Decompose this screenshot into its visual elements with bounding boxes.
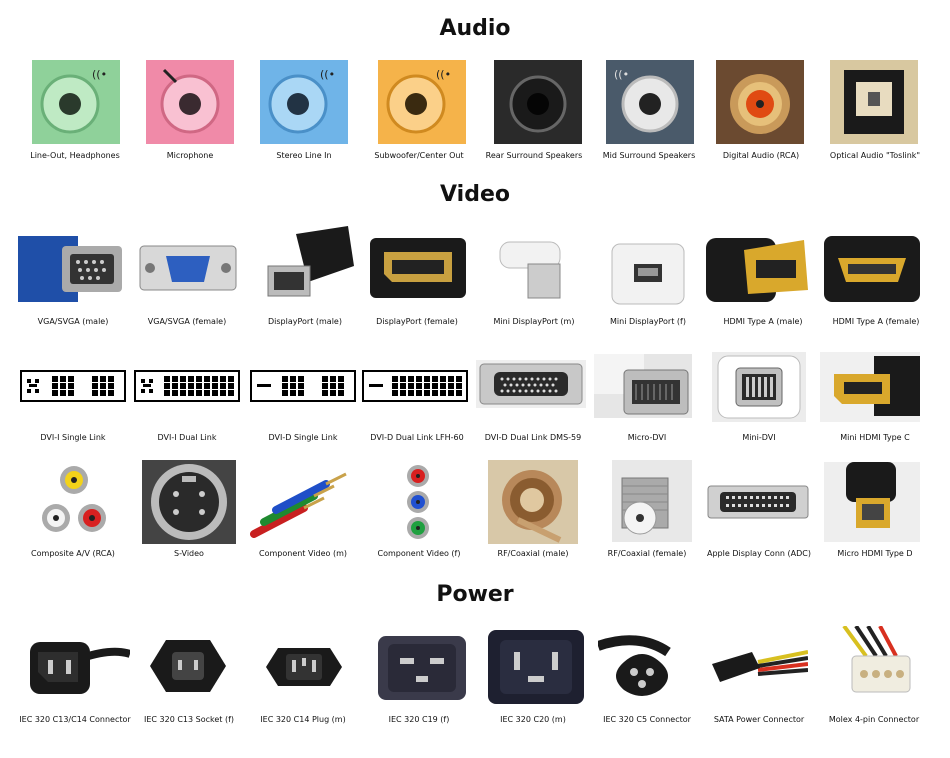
mini-displayport-female-image bbox=[608, 228, 688, 308]
video-caption-r3-5: RF/Coaxial (male) bbox=[497, 549, 569, 558]
line-out-jack-image: ((• bbox=[32, 60, 120, 144]
apple-adc-image bbox=[706, 482, 810, 522]
power-caption-5: IEC 320 C20 (m) bbox=[500, 715, 566, 724]
video-caption-r1-5: Mini DisplayPort (m) bbox=[493, 317, 575, 326]
audio-caption-3: Stereo Line In bbox=[276, 151, 332, 160]
power-section-title: Power bbox=[436, 582, 514, 607]
video-caption-r3-6: RF/Coaxial (female) bbox=[607, 549, 687, 558]
composite-rca-image bbox=[38, 460, 110, 540]
video-caption-r3-7: Apple Display Conn (ADC) bbox=[707, 549, 811, 558]
iec-c14-plug-image bbox=[264, 642, 344, 692]
video-caption-r3-4: Component Video (f) bbox=[377, 549, 461, 558]
displayport-male-image bbox=[260, 226, 354, 308]
video-caption-r1-2: VGA/SVGA (female) bbox=[147, 317, 227, 326]
sata-power-image bbox=[708, 634, 808, 698]
svg-text:((•: ((• bbox=[320, 68, 335, 81]
power-caption-8: Molex 4-pin Connector bbox=[828, 715, 920, 724]
video-caption-r3-1: Composite A/V (RCA) bbox=[31, 549, 115, 558]
svg-text:((•: ((• bbox=[92, 68, 107, 81]
video-caption-r2-6: Micro-DVI bbox=[627, 433, 667, 442]
displayport-female-image bbox=[368, 230, 468, 306]
power-caption-1: IEC 320 C13/C14 Connector bbox=[19, 715, 131, 724]
svg-text:((•: ((• bbox=[436, 68, 451, 81]
video-caption-r1-6: Mini DisplayPort (f) bbox=[610, 317, 686, 326]
digital-audio-rca-image bbox=[716, 60, 804, 144]
iec-c19-image bbox=[374, 630, 470, 706]
dvi-i-dual-diagram bbox=[134, 370, 240, 402]
dvi-d-single-diagram bbox=[250, 370, 356, 402]
mini-dvi-image bbox=[712, 352, 806, 422]
video-caption-r3-2: S-Video bbox=[174, 549, 204, 558]
s-video-image bbox=[142, 460, 236, 544]
vga-female-image bbox=[138, 240, 238, 296]
component-video-female-image bbox=[398, 462, 438, 542]
subwoofer-jack-image: ((• bbox=[378, 60, 466, 144]
vga-male-image bbox=[18, 228, 130, 308]
video-caption-r3-3: Component Video (m) bbox=[259, 549, 347, 558]
hdmi-type-a-male-image bbox=[704, 232, 808, 308]
iec-c5-image bbox=[598, 632, 688, 702]
mid-surround-jack-image: ((• bbox=[606, 60, 694, 144]
stereo-line-in-jack-image: ((• bbox=[260, 60, 348, 144]
rf-coaxial-female-image bbox=[612, 460, 692, 542]
video-section-title: Video bbox=[440, 182, 510, 207]
audio-caption-5: Rear Surround Speakers bbox=[485, 151, 583, 160]
power-caption-6: IEC 320 C5 Connector bbox=[603, 715, 691, 724]
optical-toslink-image bbox=[830, 60, 918, 144]
video-caption-r2-8: Mini HDMI Type C bbox=[840, 433, 910, 442]
video-caption-r1-4: DisplayPort (female) bbox=[376, 317, 458, 326]
power-caption-2: IEC 320 C13 Socket (f) bbox=[143, 715, 235, 724]
hdmi-type-a-female-image bbox=[822, 232, 922, 306]
video-caption-r2-1: DVI-I Single Link bbox=[40, 433, 106, 442]
video-caption-r1-8: HDMI Type A (female) bbox=[832, 317, 920, 326]
video-caption-r2-5: DVI-D Dual Link DMS-59 bbox=[484, 433, 582, 442]
audio-caption-2: Microphone bbox=[166, 151, 214, 160]
audio-caption-8: Optical Audio "Toslink" bbox=[829, 151, 921, 160]
micro-dvi-image bbox=[594, 354, 692, 418]
video-caption-r1-1: VGA/SVGA (male) bbox=[37, 317, 109, 326]
audio-caption-7: Digital Audio (RCA) bbox=[722, 151, 800, 160]
component-video-male-image bbox=[250, 462, 350, 542]
dvi-d-dual-lfh60-diagram bbox=[362, 370, 468, 402]
video-caption-r3-8: Micro HDMI Type D bbox=[837, 549, 913, 558]
video-caption-r1-7: HDMI Type A (male) bbox=[723, 317, 803, 326]
power-caption-7: SATA Power Connector bbox=[713, 715, 805, 724]
power-caption-4: IEC 320 C19 (f) bbox=[388, 715, 450, 724]
dvi-d-dms59-image bbox=[476, 360, 586, 408]
svg-text:((•: ((• bbox=[614, 68, 629, 81]
rf-coaxial-male-image bbox=[488, 460, 578, 544]
video-caption-r1-3: DisplayPort (male) bbox=[268, 317, 342, 326]
iec-c13-c14-image bbox=[22, 628, 130, 704]
audio-caption-6: Mid Surround Speakers bbox=[602, 151, 696, 160]
microphone-jack-image bbox=[146, 60, 234, 144]
mini-hdmi-type-c-image bbox=[820, 352, 920, 422]
molex-4pin-image bbox=[832, 626, 920, 702]
power-caption-3: IEC 320 C14 Plug (m) bbox=[260, 715, 346, 724]
video-caption-r2-2: DVI-I Dual Link bbox=[157, 433, 217, 442]
audio-caption-4: Subwoofer/Center Out bbox=[374, 151, 464, 160]
dvi-i-single-diagram bbox=[20, 370, 126, 402]
rear-surround-jack-image bbox=[494, 60, 582, 144]
micro-hdmi-type-d-image bbox=[824, 462, 920, 542]
video-caption-r2-4: DVI-D Dual Link LFH-60 bbox=[370, 433, 464, 442]
audio-section-title: Audio bbox=[439, 16, 511, 41]
audio-caption-1: Line-Out, Headphones bbox=[30, 151, 120, 160]
iec-c13-socket-image bbox=[146, 634, 230, 698]
iec-c20-image bbox=[486, 626, 586, 708]
mini-displayport-male-image bbox=[490, 234, 580, 304]
video-caption-r2-7: Mini-DVI bbox=[742, 433, 776, 442]
video-caption-r2-3: DVI-D Single Link bbox=[268, 433, 338, 442]
